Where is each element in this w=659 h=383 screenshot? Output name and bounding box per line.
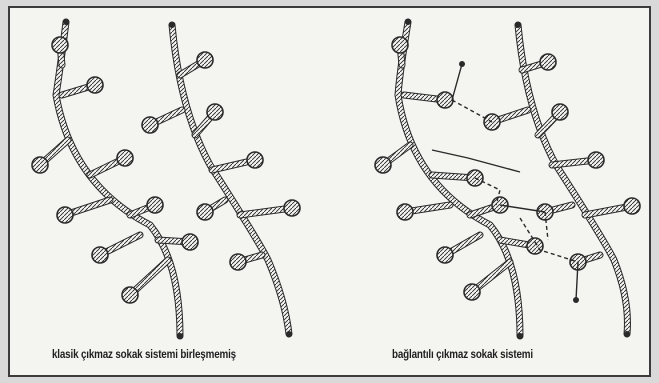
culdesac-turnaround [624,198,640,214]
right-panel-connected-culdesacs [375,19,640,339]
culdesac-turnaround [375,157,391,173]
street-end-dot [573,297,579,303]
street-end-dot [286,331,292,337]
culdesac-turnaround [182,234,198,250]
culdesac-turnaround [397,204,413,220]
street-end-dot [624,331,630,337]
pedestrian-path-dashed [452,100,492,122]
culdesac-turnaround [588,152,604,168]
street-end-dot [177,333,183,339]
pedestrian-path [452,64,462,100]
culdesac-turnaround [284,200,300,216]
main-street-left-edge [56,22,180,336]
culdesac-turnaround [117,150,133,166]
culdesac-turnaround [147,197,163,213]
street-end-dot [517,333,523,339]
culdesac-turnaround [230,254,246,270]
culdesac-turnaround [207,104,223,120]
culdesac-turnaround [437,92,453,108]
culdesac-turnaround [52,37,68,53]
pedestrian-path [432,150,520,172]
culdesac-turnaround [540,54,556,70]
main-street-right-edge [518,25,627,334]
culdesac-turnaround [32,157,48,173]
culdesac-turnaround [527,238,543,254]
right-panel-caption: bağlantılı çıkmaz sokak sistemi [392,347,533,361]
culdesac-turnaround [122,287,138,303]
culdesac-turnaround [57,207,73,223]
street-end-dot [515,22,521,28]
culdesac-turnaround [142,117,158,133]
culdesac-turnaround [87,77,103,93]
left-panel-caption: klasik çıkmaz sokak sistemi birleşmemiş [52,347,236,361]
culdesac-turnaround [247,152,263,168]
main-street-left [56,22,180,336]
culdesac-turnaround [197,204,213,220]
culdesac-turnaround [552,104,568,120]
culdesac-turnaround [464,284,480,300]
left-panel-unconnected-culdesacs [32,19,300,339]
main-street-right [518,25,627,334]
street-end-dot [459,61,465,67]
culdesac-turnaround [437,247,453,263]
culdesac-turnaround [392,37,408,53]
street-end-dot [405,19,411,25]
street-end-dot [169,22,175,28]
culdesac-turnaround [92,247,108,263]
street-end-dot [63,19,69,25]
culdesac-turnaround [197,52,213,68]
